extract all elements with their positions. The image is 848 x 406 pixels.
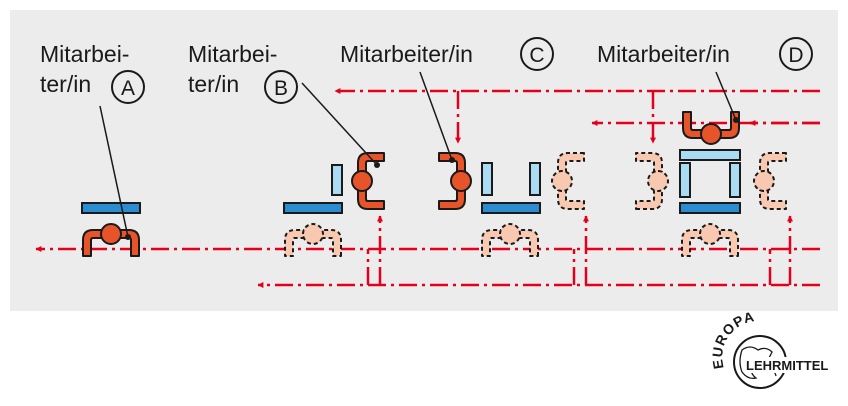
label-a-line2: ter/in [40, 71, 91, 97]
leader-line-a [99, 105, 129, 238]
label-a-line1: Mitarbei- [40, 41, 129, 67]
workbench-c-right [529, 162, 541, 196]
badge-d [779, 37, 813, 71]
label-worker-d: Mitarbeiter/in D [597, 37, 813, 71]
badge-c-letter: C [529, 44, 544, 67]
badge-b-letter: B [274, 77, 288, 100]
station-a [81, 105, 141, 257]
workbench-d-left [679, 162, 691, 198]
workbench-b-bottom [283, 202, 343, 214]
workbench-a [81, 202, 141, 214]
badge-b [264, 70, 298, 104]
workbench-d-bottom [679, 202, 741, 214]
station-b [283, 82, 385, 257]
badge-a-letter: A [121, 77, 135, 100]
station-c [419, 71, 585, 257]
label-b-line1: Mitarbei- [188, 41, 277, 67]
label-b-line2: ter/in [188, 71, 239, 97]
leader-line-b [301, 82, 378, 166]
station-d [635, 71, 787, 257]
label-worker-a: Mitarbei- ter/in A [40, 41, 145, 104]
label-worker-b: Mitarbei- ter/in B [188, 41, 298, 104]
label-worker-c: Mitarbeiter/in C [340, 37, 554, 71]
europa-lehrmittel-logo: EUROPA LEHRMITTEL [709, 308, 834, 389]
workbench-d-right [729, 162, 741, 198]
label-d-text: Mitarbeiter/in [597, 41, 730, 67]
workbench-d-top [679, 149, 741, 161]
leader-line-c [419, 71, 453, 161]
badge-d-letter: D [788, 44, 803, 67]
workbench-c-bottom [481, 202, 541, 214]
logo-bottom-text: LEHRMITTEL [746, 358, 828, 373]
label-c-text: Mitarbeiter/in [340, 41, 473, 67]
badge-a [111, 70, 145, 104]
workbench-c-left [481, 162, 493, 196]
badge-c [520, 37, 554, 71]
leader-line-d [715, 71, 737, 121]
workbench-b-side [331, 164, 343, 196]
